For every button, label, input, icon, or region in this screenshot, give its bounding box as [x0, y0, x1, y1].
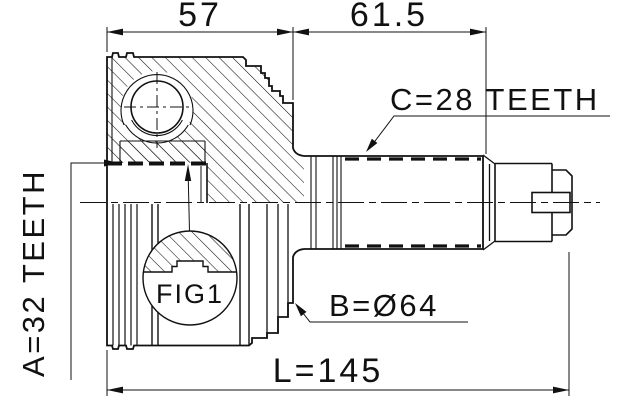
arrow-57-left [107, 28, 123, 36]
c-label-underline-leader [368, 115, 610, 150]
step-surface-lines [266, 204, 289, 338]
body-diameter-label: B=Ø64 [329, 288, 439, 323]
shaft-spline-callout: C=28 TEETH [366, 82, 610, 152]
inner-race-section [120, 141, 205, 162]
fig1-detail-balloon: FIG1 [142, 164, 238, 326]
arrow-615-right [470, 28, 486, 36]
a-label-arrowhead [104, 159, 119, 167]
b-label-arrowhead [295, 303, 307, 317]
balloon-hatch [143, 231, 237, 272]
boot-groove-bands [112, 204, 138, 346]
shaft-spline-label: C=28 TEETH [390, 82, 600, 117]
spline-tooth-profile-fill [172, 261, 208, 272]
a-label-underline-leader [70, 162, 105, 380]
length-dimension: L=145 [106, 252, 570, 396]
top-dimensions: 57 61.5 [106, 0, 487, 154]
inner-spline-label: A=32 TEETH [16, 169, 51, 377]
arrow-length-left [107, 386, 123, 394]
extension-lines-bottom [106, 252, 570, 396]
bell-outer-profile-top [106, 52, 305, 163]
dim-615-label: 61.5 [350, 0, 428, 34]
c-label-arrowhead [366, 138, 378, 152]
balloon-leader-arrowhead [184, 164, 192, 181]
bell-outer-profile-bottom [106, 163, 305, 350]
arrow-57-right [277, 28, 293, 36]
body-diameter-callout: B=Ø64 [295, 288, 468, 323]
end-cylinder [494, 162, 553, 243]
dim-length-label: L=145 [273, 352, 384, 390]
dim-57-label: 57 [178, 0, 222, 34]
inner-race-lines [119, 140, 206, 162]
inner-spline-callout: A=32 TEETH [16, 159, 119, 380]
fig1-label: FIG1 [156, 279, 224, 309]
arrow-length-right [553, 386, 569, 394]
arrow-615-left [293, 28, 309, 36]
extension-lines-top [106, 27, 487, 154]
bell-housing-section [106, 52, 305, 203]
spline-tooth-profile [143, 260, 237, 273]
